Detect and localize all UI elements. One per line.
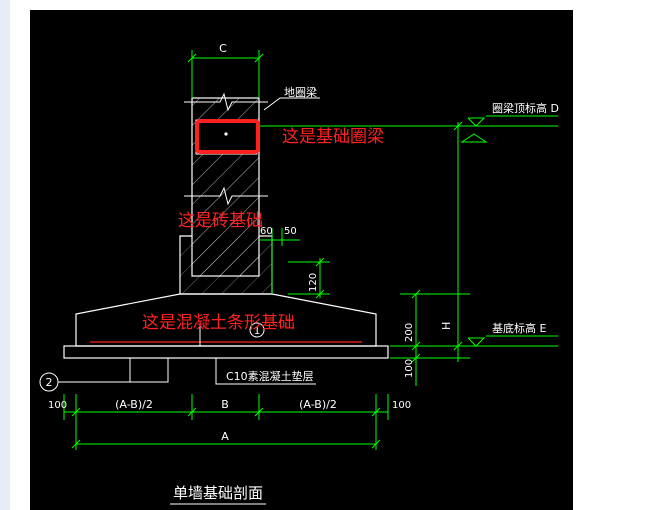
cushion-layer (63, 345, 389, 359)
base-elev-label: 基底标高 E (492, 321, 546, 335)
dim-120-label: 120 (308, 273, 319, 292)
dim-a-minus-b-right-label: (A-B)/2 (299, 398, 337, 411)
elev-lines (259, 117, 558, 386)
dim-c (187, 50, 264, 98)
dim-h-label: H (440, 322, 453, 330)
bottom-dims (63, 394, 389, 450)
dim-a-label: A (221, 430, 229, 443)
dim-left-100-label: 100 (48, 400, 67, 411)
annotation-strip-foundation: 这是混凝土条形基础 (142, 313, 295, 333)
dim-a-minus-b-left-label: (A-B)/2 (115, 398, 153, 411)
callout-1-circle (249, 322, 265, 338)
dim-right-100-label: 100 (392, 400, 411, 411)
annotation-ring-beam: 这是基础圈梁 (282, 127, 384, 147)
ring-beam-highlight (195, 119, 260, 154)
cad-drawing: 1 2 C10素混凝土垫层 C 地圈梁 圈梁顶标高 D (30, 10, 573, 510)
cushion-label: C10素混凝土垫层 (226, 369, 314, 383)
ring-beam-box (195, 119, 258, 155)
dim-50-label: 50 (284, 226, 297, 237)
annotation-brick-foundation: 这是砖基础 (178, 211, 263, 231)
dim-c-label: C (219, 42, 227, 55)
drawing-title: 单墙基础剖面 (173, 484, 263, 502)
dim-b-label: B (221, 398, 229, 411)
callout-1: 1 (254, 326, 260, 337)
brick-step-hatch (180, 236, 272, 294)
ground-beam-label: 地圈梁 (284, 85, 317, 99)
dim-200-label: 200 (404, 323, 415, 342)
step-dims (259, 228, 330, 299)
rebar-dot (224, 132, 228, 136)
foundation-section-svg: 1 2 C10素混凝土垫层 C 地圈梁 圈梁顶标高 D (39, 42, 559, 505)
callout-2: 2 (46, 376, 53, 389)
dim-100-right-label: 100 (404, 359, 415, 378)
dim-60-label: 60 (260, 226, 273, 237)
beam-top-elev-label: 圈梁顶标高 D (492, 101, 559, 115)
